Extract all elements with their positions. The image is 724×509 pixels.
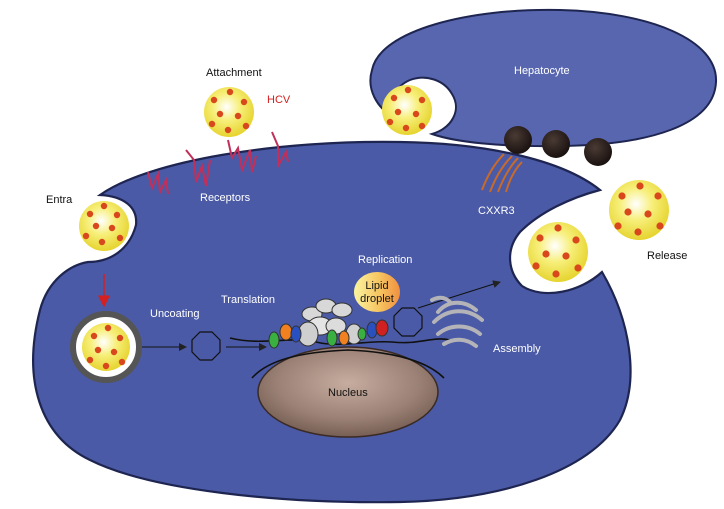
receptor-icon (147, 131, 289, 196)
hcv-virion-icon (609, 180, 669, 240)
hcv-label: HCV (267, 94, 291, 106)
octagon-capsid-icon (393, 307, 423, 337)
nucleus (257, 346, 439, 438)
receptors-label: Receptors (200, 192, 251, 204)
golgi-apparatus-icon (430, 295, 484, 348)
cxxr3-label: CXXR3 (478, 205, 515, 217)
hepatocyte-label: Hepatocyte (514, 65, 570, 77)
release-arrow (417, 280, 501, 309)
ribosome-icon (268, 298, 389, 349)
assembly-label: Assembly (493, 343, 541, 355)
octagon-capsid-icon (191, 331, 221, 361)
chemokine-ball-icon (584, 138, 612, 166)
replication-label: Replication (358, 254, 412, 266)
hcv-virion-icon (204, 87, 254, 137)
endosome-icon (70, 311, 142, 383)
hcv-virion-icon (382, 85, 432, 135)
attachment-label: Attachment (206, 67, 262, 79)
lipid-droplet-label-2: droplet (360, 293, 394, 305)
release-label: Release (647, 250, 687, 262)
lipid-droplet-label-1: Lipid (365, 280, 388, 292)
chemokine-ball-icon (504, 126, 532, 154)
cxxr3-receptor-icon (481, 153, 523, 193)
translation-label: Translation (221, 294, 275, 306)
lipid-droplet (354, 272, 400, 312)
entra-label: Entra (46, 194, 73, 206)
uncoating-label: Uncoating (150, 308, 200, 320)
chemokine-ball-icon (542, 130, 570, 158)
hcv-virion-icon (528, 222, 588, 282)
nucleus-label: Nucleus (328, 387, 368, 399)
hcv-virion-icon (79, 201, 129, 251)
